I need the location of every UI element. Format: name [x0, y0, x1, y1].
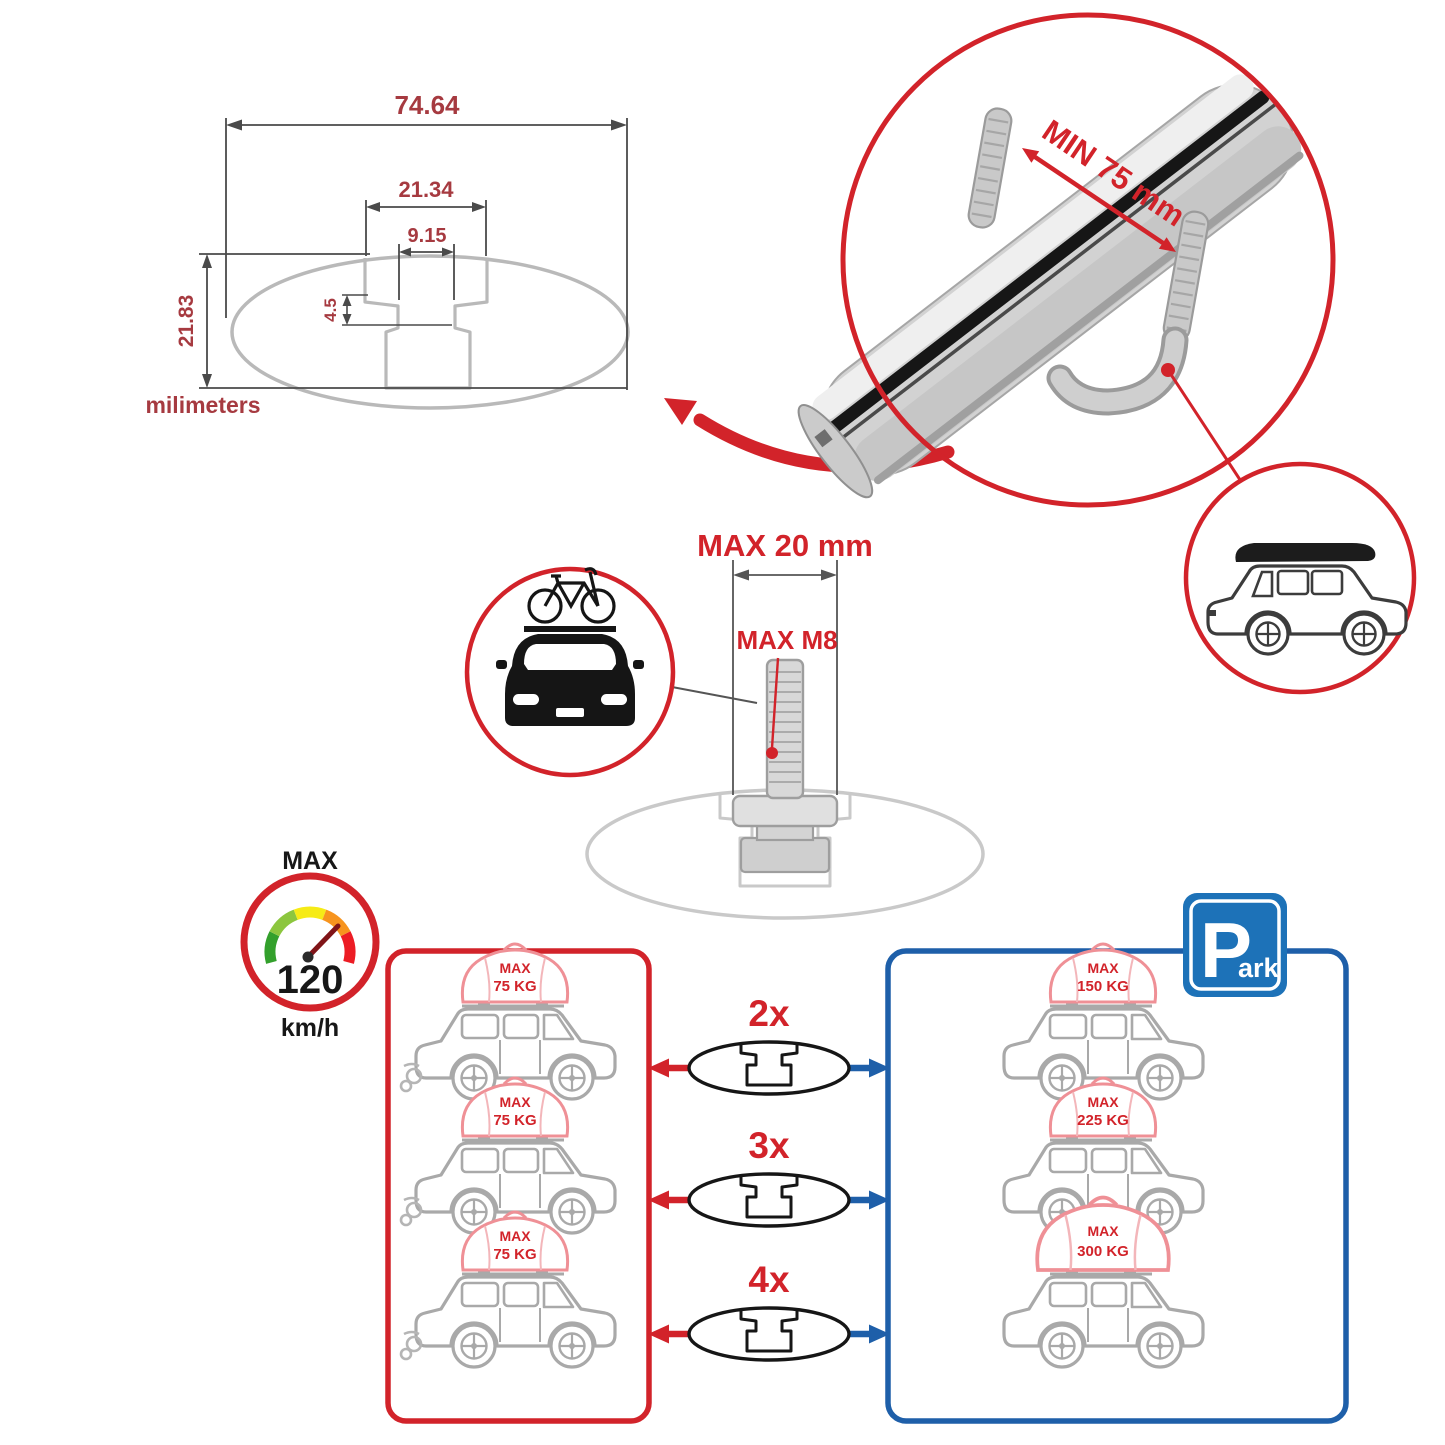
park-sign-plate — [1183, 893, 1287, 997]
max-m8-callout: MAX M8 — [736, 625, 838, 759]
aluminum-crossbar — [797, 74, 1304, 499]
parked-capacity-panel: MAX 150 KG MAX 225 KG MAX 300 KG — [885, 942, 1349, 1424]
car-roof-bar — [524, 626, 616, 632]
dim-max-20: MAX 20 mm — [697, 528, 873, 795]
suv-window — [1276, 569, 1310, 596]
load-max-label: MAX — [1087, 960, 1119, 976]
gauge-pivot — [302, 951, 314, 963]
detail-circle-ring — [840, 12, 1336, 508]
park-sign-inner-border — [1189, 899, 1281, 991]
car-mirror-right — [633, 660, 644, 669]
car-headlight-left — [513, 694, 539, 705]
dim-lip-depth: 4.5 — [321, 294, 452, 326]
park-sign: P ark — [1183, 893, 1287, 997]
crossbar-section-icon — [687, 1172, 851, 1228]
speed-value: 120 — [277, 958, 344, 1002]
clamp-post-rear — [967, 107, 1013, 229]
load-max-label: MAX — [499, 1228, 531, 1244]
load-weight: 75 KG — [493, 1246, 536, 1263]
load-weight: 300 KG — [1077, 1243, 1129, 1260]
load-max-label: MAX — [1087, 1223, 1119, 1239]
gauge-ring — [240, 872, 380, 1012]
max-width-label: MAX 20 mm — [697, 528, 873, 563]
dim-total-width-value: 74.64 — [394, 90, 460, 120]
speed-max-label: MAX — [282, 847, 338, 875]
count-label: 4x — [748, 1259, 790, 1300]
suv-rear-wheel — [1342, 612, 1386, 656]
dim-lip-depth-value: 4.5 — [321, 298, 340, 322]
car-mirror-left — [496, 660, 507, 669]
car-plate — [556, 708, 584, 717]
bar-sheen — [812, 74, 1254, 421]
car-headlight-right — [601, 694, 627, 705]
load-weight: 75 KG — [493, 1112, 536, 1129]
leader-line-bike-circle — [671, 686, 758, 704]
t-bolt — [731, 658, 839, 874]
speed-limit-gauge: MAX 120 km/h — [240, 847, 380, 1042]
load-weight: 150 KG — [1077, 978, 1129, 995]
bar-count-rows: 2x 3x 4x — [648, 993, 890, 1362]
suv-headlight — [1208, 610, 1216, 616]
load-max-label: MAX — [499, 1094, 531, 1110]
bolt-threads — [769, 671, 801, 783]
bar-rubber-channel — [824, 90, 1270, 437]
suv-windshield — [1251, 570, 1274, 598]
leader-line-to-car — [1166, 369, 1252, 496]
bicycle-icon — [527, 567, 616, 624]
count-label: 3x — [748, 1125, 790, 1166]
park-letter: P — [1200, 906, 1252, 994]
crossbar-section-icon — [687, 1040, 851, 1096]
driving-capacity-panel: MAX 75 KG MAX 75 KG MAX 75 KG — [385, 942, 652, 1424]
car-front-icon — [496, 626, 644, 726]
load-max-label: MAX — [1087, 1094, 1119, 1110]
dim-slot-inner-value: 9.15 — [408, 225, 447, 247]
bar-end-slot — [814, 429, 833, 448]
bar-end-cap — [797, 404, 874, 499]
dim-total-height-value: 21.83 — [175, 295, 198, 348]
profile-ellipse — [230, 254, 630, 410]
dim-slot-outer-value: 21.34 — [398, 177, 454, 202]
bolt-detail: MAX 20 mm MAX M8 — [464, 528, 985, 920]
bike-car-circle — [464, 566, 676, 778]
park-suffix: ark — [1238, 953, 1280, 983]
roof-cargo-box — [1235, 543, 1376, 562]
suv-window — [1310, 569, 1344, 596]
crossbar-section-icon — [687, 1306, 851, 1362]
car-front-windshield — [524, 644, 616, 670]
suv-front-wheel — [1246, 612, 1290, 656]
load-max-label: MAX — [499, 960, 531, 976]
speed-unit: km/h — [281, 1014, 339, 1042]
load-weight: 225 KG — [1077, 1112, 1129, 1129]
dim-total-width: 74.64 — [225, 90, 628, 390]
bar-groove — [833, 103, 1277, 446]
units-label: milimeters — [145, 392, 260, 418]
suv-roofbox-circle — [1183, 461, 1417, 695]
load-weight: 75 KG — [493, 978, 536, 995]
bar-detail-view: MIN 75 mm — [797, 12, 1417, 695]
dim-total-height: 21.83 — [175, 253, 627, 389]
dim-slot-inner: 9.15 — [398, 225, 455, 300]
gauge-needle — [305, 923, 341, 960]
max-size-label: MAX M8 — [736, 625, 837, 655]
t-nut — [739, 836, 831, 874]
cross-section-diagram: 74.64 21.34 9.15 4.5 — [145, 90, 630, 418]
leader-dot — [1161, 363, 1175, 377]
dim-slot-outer: 21.34 — [365, 177, 487, 256]
count-label: 2x — [748, 993, 790, 1034]
gauge-arc — [264, 906, 356, 964]
bolt-flange — [731, 794, 839, 828]
